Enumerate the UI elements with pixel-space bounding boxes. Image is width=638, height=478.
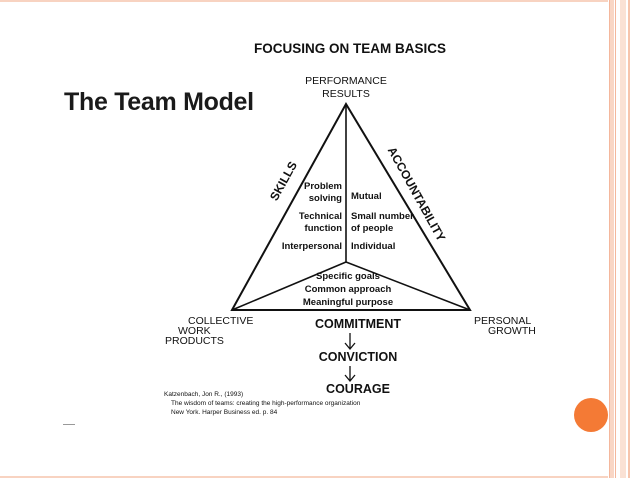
citation-line-3: New York. Harper Business ed. p. 84	[171, 409, 278, 416]
accountability-item-small-number-2: of people	[351, 223, 393, 234]
citation-line-1: Katzenbach, Jon R., (1993)	[164, 391, 243, 398]
apex-label-line-1: PERFORMANCE	[305, 75, 387, 87]
left-corner-label-line-2: WORK	[178, 325, 211, 337]
triangle-outline	[230, 102, 472, 311]
apex-label-line-2: RESULTS	[322, 88, 370, 100]
base-item-common-approach: Common approach	[305, 284, 392, 295]
chain-arrow-2-head	[344, 374, 356, 383]
slide-title: The Team Model	[64, 88, 254, 116]
citation-line-2: The wisdom of teams: creating the high-p…	[171, 400, 361, 407]
chain-arrow-1-head	[344, 342, 356, 351]
chain-commitment: COMMITMENT	[315, 317, 401, 331]
inner-line-left	[231, 261, 347, 311]
right-corner-label-line-2: GROWTH	[488, 325, 536, 337]
diagram-heading: FOCUSING ON TEAM BASICS	[254, 41, 446, 56]
inner-line-right	[345, 261, 471, 311]
decorative-border	[608, 0, 638, 478]
left-corner-label-line-1: COLLECTIVE	[188, 315, 253, 327]
chain-conviction: CONVICTION	[319, 350, 397, 364]
accountability-item-individual: Individual	[351, 241, 395, 252]
right-corner-label-line-1: PERSONAL	[474, 315, 531, 327]
small-mark	[63, 424, 75, 425]
chain-courage: COURAGE	[326, 382, 390, 396]
skills-item-interpersonal: Interpersonal	[282, 241, 342, 252]
skills-item-problem-solving-1: Problem	[304, 181, 342, 192]
accountability-item-small-number-1: Small number	[351, 211, 414, 222]
skills-item-technical-1: Technical	[299, 211, 342, 222]
accountability-item-mutual: Mutual	[351, 191, 382, 202]
skills-item-problem-solving-2: solving	[309, 193, 342, 204]
left-corner-label-line-3: PRODUCTS	[165, 335, 224, 347]
bottom-rule	[0, 476, 638, 478]
base-item-meaningful-purpose: Meaningful purpose	[303, 297, 393, 308]
accent-dot	[574, 398, 608, 432]
base-item-specific-goals: Specific goals	[316, 271, 380, 282]
accountability-side-label: ACCOUNTABILITY	[385, 144, 449, 243]
skills-item-technical-2: function	[305, 223, 343, 234]
top-rule	[0, 0, 638, 2]
